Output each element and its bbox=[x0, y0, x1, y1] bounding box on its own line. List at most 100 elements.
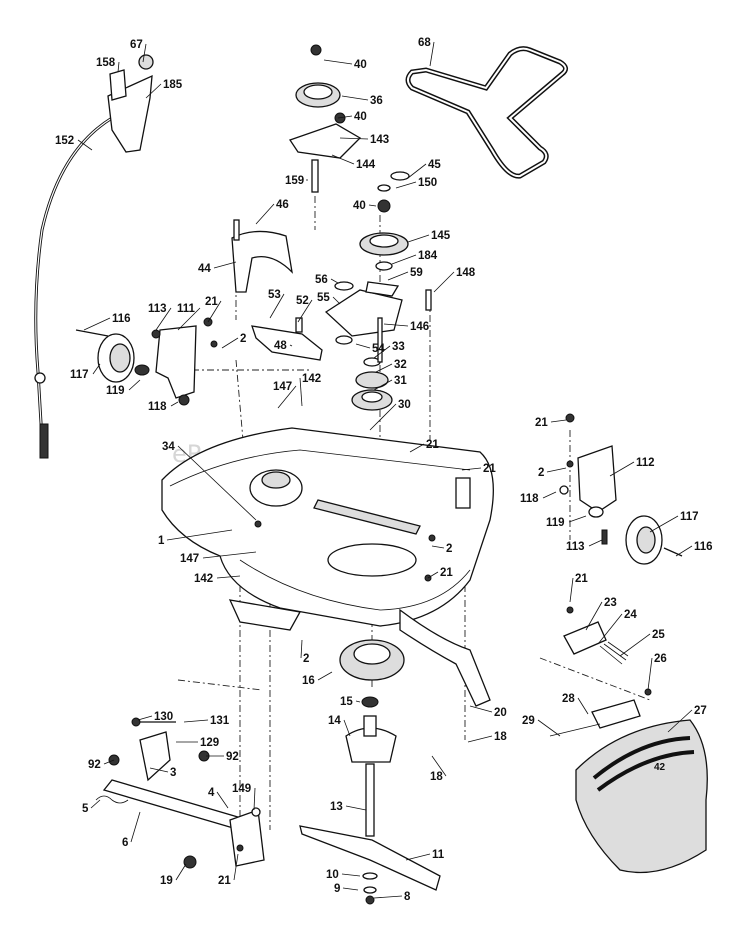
callout-c48: 48 bbox=[274, 340, 287, 352]
leader-line-c29 bbox=[537, 719, 561, 737]
callout-c130: 130 bbox=[154, 711, 173, 723]
height-adjust-bracket bbox=[107, 54, 154, 153]
callout-c15: 15 bbox=[340, 696, 353, 708]
callout-c119b: 119 bbox=[546, 517, 565, 529]
leader-line-c23 bbox=[585, 601, 603, 631]
callout-c45: 45 bbox=[428, 159, 441, 171]
leader-line-c46 bbox=[255, 203, 275, 225]
leader-line-c5 bbox=[90, 799, 101, 809]
callout-c31: 31 bbox=[394, 375, 407, 387]
leader-line-c119b bbox=[568, 515, 587, 523]
leader-line-c21c bbox=[461, 467, 482, 471]
leader-line-c9 bbox=[342, 887, 359, 891]
leader-line-c59 bbox=[387, 271, 409, 281]
callout-c111: 111 bbox=[177, 303, 196, 315]
leader-line-c150 bbox=[395, 181, 417, 189]
leader-line-c24 bbox=[597, 613, 623, 645]
leader-line-c142a bbox=[299, 377, 303, 407]
callout-c46: 46 bbox=[276, 199, 289, 211]
leader-line-c2b bbox=[431, 545, 445, 549]
callout-c6: 6 bbox=[122, 837, 128, 849]
callout-c18a: 18 bbox=[494, 731, 507, 743]
callout-c59: 59 bbox=[410, 267, 423, 279]
leader-line-c130 bbox=[137, 715, 153, 721]
leader-line-c131 bbox=[183, 719, 209, 723]
leader-line-c21a bbox=[207, 300, 222, 323]
callout-c112: 112 bbox=[636, 457, 655, 469]
leader-line-c18b bbox=[431, 755, 447, 777]
leader-line-c36 bbox=[341, 95, 369, 101]
callout-c24: 24 bbox=[624, 609, 637, 621]
leader-line-c92a bbox=[103, 759, 115, 765]
callout-c117a: 117 bbox=[70, 369, 89, 381]
idler-arm-53 bbox=[251, 317, 323, 361]
callout-c53: 53 bbox=[268, 289, 281, 301]
callout-c185: 185 bbox=[163, 79, 183, 91]
leader-line-c143 bbox=[339, 137, 369, 140]
leader-line-c149 bbox=[253, 787, 256, 811]
callout-c36: 36 bbox=[370, 95, 383, 107]
callout-c145: 145 bbox=[431, 230, 451, 242]
callout-c142a: 142 bbox=[302, 373, 321, 385]
leader-line-c21b bbox=[409, 443, 425, 453]
leader-line-c25 bbox=[619, 633, 651, 657]
callout-c158: 158 bbox=[96, 57, 116, 69]
callout-c40c: 40 bbox=[353, 200, 366, 212]
callout-c148: 148 bbox=[456, 267, 476, 279]
leader-line-c48 bbox=[289, 344, 293, 347]
deck-lift-cable-152 bbox=[34, 116, 113, 459]
leader-line-c30 bbox=[369, 403, 397, 431]
callout-c150: 150 bbox=[418, 177, 437, 189]
leader-line-c44 bbox=[213, 261, 237, 269]
callout-c32: 32 bbox=[394, 359, 407, 371]
callout-c92a: 92 bbox=[88, 759, 101, 771]
callout-c21d: 21 bbox=[440, 567, 453, 579]
callout-c142b: 142 bbox=[194, 573, 213, 585]
callout-c26: 26 bbox=[654, 653, 667, 665]
callout-c28: 28 bbox=[562, 693, 575, 705]
callout-c21a: 21 bbox=[205, 296, 218, 308]
callout-labels: 6715818515240364014314415968451504046145… bbox=[55, 37, 713, 903]
leader-line-c146 bbox=[383, 323, 409, 327]
center-pulley-stack bbox=[324, 171, 432, 411]
callout-c147b: 147 bbox=[180, 553, 199, 565]
leader-line-c28 bbox=[577, 697, 589, 715]
callout-c67: 67 bbox=[130, 39, 143, 51]
leader-line-c8 bbox=[373, 895, 403, 899]
callout-c117b: 117 bbox=[680, 511, 699, 523]
callout-c25: 25 bbox=[652, 629, 665, 641]
callout-c30: 30 bbox=[398, 399, 411, 411]
leader-line-c158 bbox=[117, 61, 120, 73]
leader-line-c118a bbox=[170, 401, 179, 407]
callout-c52: 52 bbox=[296, 295, 309, 307]
leader-line-c40a bbox=[323, 59, 353, 65]
leader-line-c2c bbox=[546, 467, 567, 473]
leader-line-c18a bbox=[467, 735, 493, 743]
callout-c116a: 116 bbox=[112, 313, 131, 325]
callout-c68: 68 bbox=[418, 37, 431, 49]
callout-c23: 23 bbox=[604, 597, 617, 609]
callout-c19: 19 bbox=[160, 875, 173, 887]
callout-c118b: 118 bbox=[520, 493, 539, 505]
leader-line-c6 bbox=[130, 811, 141, 843]
idler-pulley-assembly-top bbox=[288, 44, 362, 193]
leader-line-c40c bbox=[368, 204, 377, 207]
callout-c40a: 40 bbox=[354, 59, 367, 71]
leader-line-c112 bbox=[609, 461, 635, 477]
callout-c146: 146 bbox=[410, 321, 429, 333]
callout-c27: 27 bbox=[694, 705, 707, 717]
leader-line-c142b bbox=[216, 575, 241, 579]
leader-line-c19 bbox=[175, 863, 187, 881]
callout-c113b: 113 bbox=[566, 541, 585, 553]
callout-c152: 152 bbox=[55, 135, 74, 147]
callout-c8: 8 bbox=[404, 891, 411, 903]
callout-c144: 144 bbox=[356, 159, 376, 171]
leader-line-c147b bbox=[202, 551, 257, 559]
leader-line-c14 bbox=[343, 719, 351, 737]
callout-c116b: 116 bbox=[694, 541, 713, 553]
callout-c18b: 18 bbox=[430, 771, 443, 783]
callout-c4: 4 bbox=[208, 787, 215, 799]
leader-line-c34 bbox=[177, 445, 257, 521]
leader-line-c33 bbox=[373, 345, 391, 359]
leader-line-c55 bbox=[332, 296, 341, 305]
